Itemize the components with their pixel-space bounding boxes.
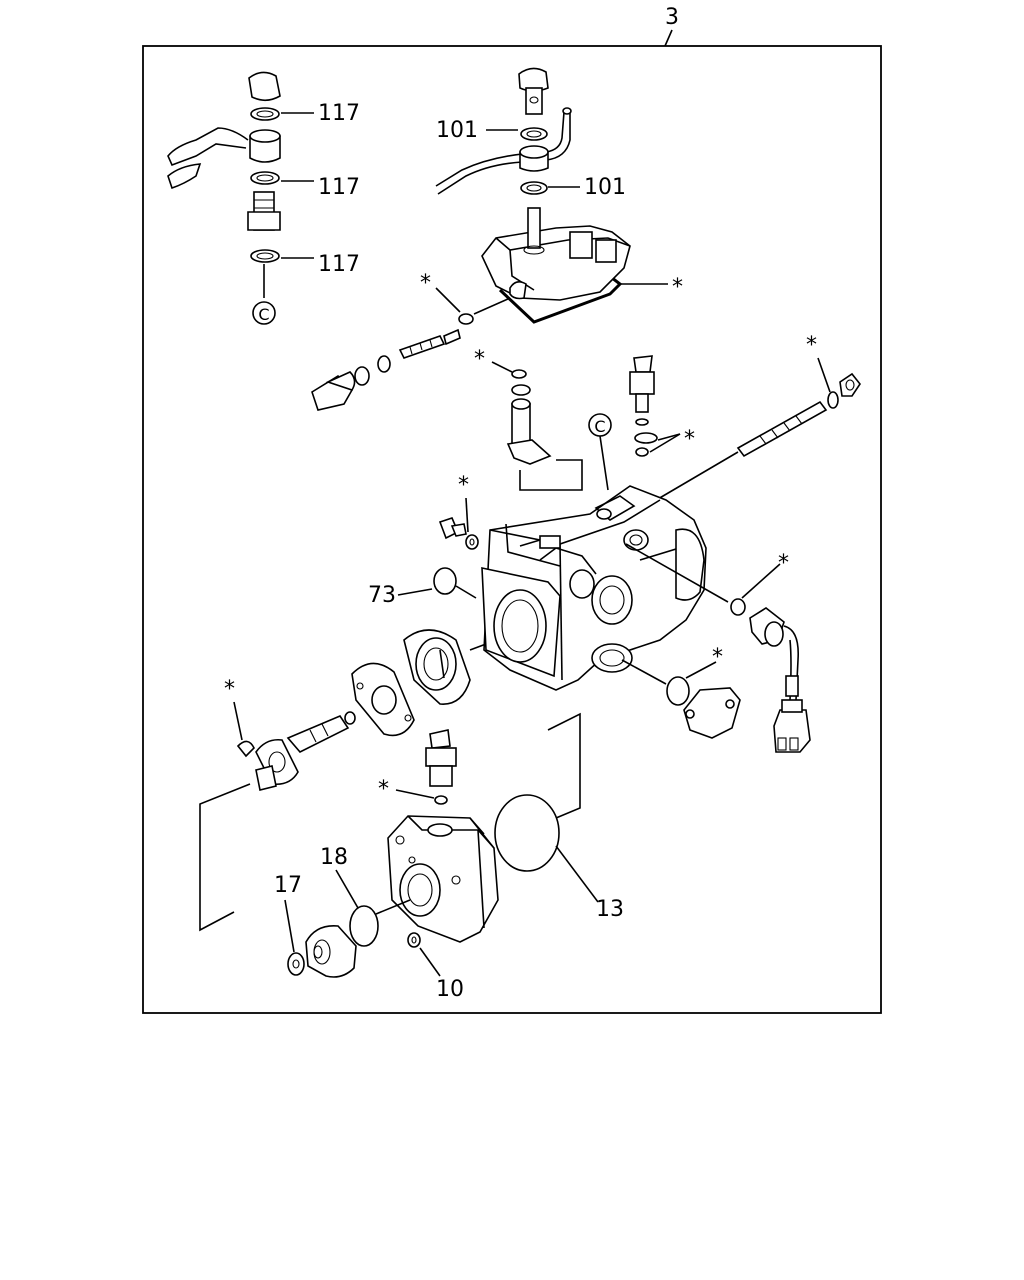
key-clip <box>236 740 255 758</box>
washer-117-middle <box>250 171 280 185</box>
reference-c-left-label: C <box>258 305 269 324</box>
reference-circle-c-left <box>252 301 276 325</box>
drive-plate <box>403 629 471 705</box>
callout-13: 13 <box>596 897 624 922</box>
callout-17: 17 <box>274 873 302 898</box>
callout-73: 73 <box>368 583 396 608</box>
fuel-cut-solenoid <box>311 313 474 411</box>
bleed-screw <box>438 517 467 540</box>
asterisk-sensor-oring: * <box>778 551 789 576</box>
adjusting-screw <box>736 372 861 458</box>
asterisk-screw-oring: * <box>806 333 817 358</box>
washer-117-upper <box>250 107 280 121</box>
oring-73 <box>433 567 457 595</box>
callout-10: 10 <box>436 977 464 1002</box>
shaft-lever-part <box>506 398 552 465</box>
asterisk-oring-top: * <box>474 347 485 372</box>
oring-18 <box>349 905 379 947</box>
asterisk-key: * <box>224 677 235 702</box>
washer-17 <box>287 952 305 976</box>
asterisk-valve-orings: * <box>684 427 695 452</box>
banjo-bolt-top <box>518 67 549 115</box>
callout-101-upper: 101 <box>436 118 478 143</box>
callout-18: 18 <box>320 845 348 870</box>
oring-cover <box>666 676 690 706</box>
screw-plug <box>305 925 357 978</box>
speed-sensor-connector <box>749 607 811 753</box>
distributor-head <box>387 815 499 943</box>
callout-101-lower: 101 <box>584 175 626 200</box>
coupling-flange <box>351 662 415 737</box>
washer-10 <box>407 932 421 948</box>
governor-cover-housing <box>481 207 631 324</box>
callout-117-lower: 117 <box>318 252 360 277</box>
cap-nut-part <box>248 71 281 102</box>
asterisk-oring-left: * <box>420 271 431 296</box>
assembly-number-label: 3 <box>665 5 679 30</box>
washer-117-lower <box>250 249 280 263</box>
pump-housing-main <box>481 485 707 691</box>
asterisk-bleed-washer: * <box>458 473 469 498</box>
drive-shaft <box>255 711 356 791</box>
reference-c-center-label: C <box>594 417 605 436</box>
assembly-leader <box>664 29 673 47</box>
diagram-frame <box>142 45 882 1014</box>
oring-13 <box>494 794 560 872</box>
delivery-valve-holder <box>425 729 457 787</box>
delivery-valve-part <box>629 355 655 426</box>
hollow-bolt-part <box>247 191 281 231</box>
washer-101-upper <box>520 127 548 141</box>
overflow-pipe <box>435 107 572 195</box>
asterisk-gasket: * <box>672 275 683 300</box>
asterisk-cover-oring: * <box>712 645 723 670</box>
banjo-fitting-pipe <box>167 127 281 190</box>
asterisk-valve-washer: * <box>378 777 389 802</box>
callout-117-upper: 117 <box>318 101 360 126</box>
callout-117-middle: 117 <box>318 175 360 200</box>
side-cover-plate <box>683 687 741 739</box>
oring-sensor <box>730 598 746 616</box>
washer-101-lower <box>520 181 548 195</box>
